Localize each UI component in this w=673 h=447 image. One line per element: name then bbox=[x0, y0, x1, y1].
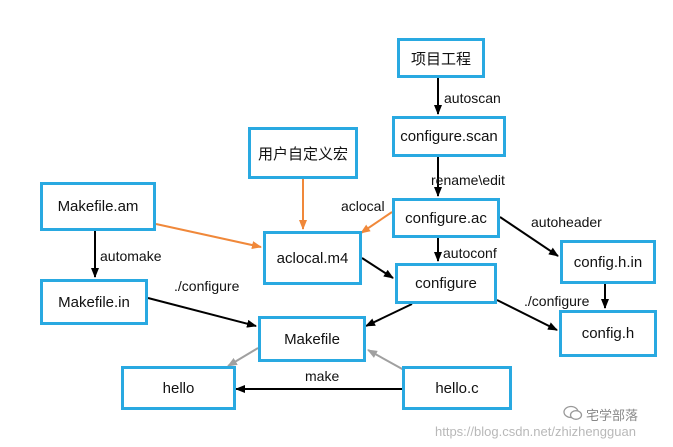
watermark-url: https://blog.csdn.net/zhizhengguan bbox=[435, 424, 636, 439]
watermark-logo-text: 宅学部落 bbox=[586, 408, 639, 423]
arrow-configure-to-config-h bbox=[496, 299, 558, 331]
node-configure: configure bbox=[395, 263, 497, 304]
node-hello-c: hello.c bbox=[402, 366, 512, 410]
node-makefile: Makefile bbox=[258, 316, 366, 362]
label-rename-edit: rename\edit bbox=[431, 172, 505, 188]
node-makefile-am: Makefile.am bbox=[40, 182, 156, 231]
label-configure-right: ./configure bbox=[524, 293, 590, 309]
label-autoheader: autoheader bbox=[531, 214, 602, 230]
arrow-aclocal-m4-to-configure bbox=[361, 257, 394, 279]
node-configure-ac: configure.ac bbox=[392, 198, 500, 238]
arrow-makefile-am-to-aclocal-m4 bbox=[155, 223, 262, 249]
arrow-makefile-to-hello bbox=[227, 347, 259, 367]
node-makefile-in: Makefile.in bbox=[40, 279, 148, 325]
arrow-hello-c-to-makefile bbox=[367, 349, 405, 371]
node-config-h: config.h bbox=[559, 310, 657, 357]
node-hello: hello bbox=[121, 366, 236, 410]
label-autoconf: autoconf bbox=[443, 245, 497, 261]
arrow-configure-to-makefile bbox=[365, 303, 413, 327]
node-user-macro: 用户自定义宏 bbox=[248, 127, 358, 179]
label-make: make bbox=[305, 368, 340, 384]
node-aclocal-m4: aclocal.m4 bbox=[263, 231, 362, 285]
label-configure-left: ./configure bbox=[174, 278, 240, 294]
label-aclocal: aclocal bbox=[341, 198, 385, 214]
wechat-icon bbox=[563, 405, 583, 420]
label-automake: automake bbox=[100, 248, 162, 264]
node-configure-scan: configure.scan bbox=[392, 116, 506, 157]
arrow-makefile-in-to-makefile bbox=[147, 297, 257, 328]
label-autoscan: autoscan bbox=[444, 90, 501, 106]
arrow-configure-ac-to-config-h-in bbox=[499, 216, 559, 257]
node-config-h-in: config.h.in bbox=[560, 240, 656, 284]
arrow-configure-ac-to-aclocal-m4 bbox=[360, 211, 393, 234]
node-project: 项目工程 bbox=[397, 38, 485, 78]
